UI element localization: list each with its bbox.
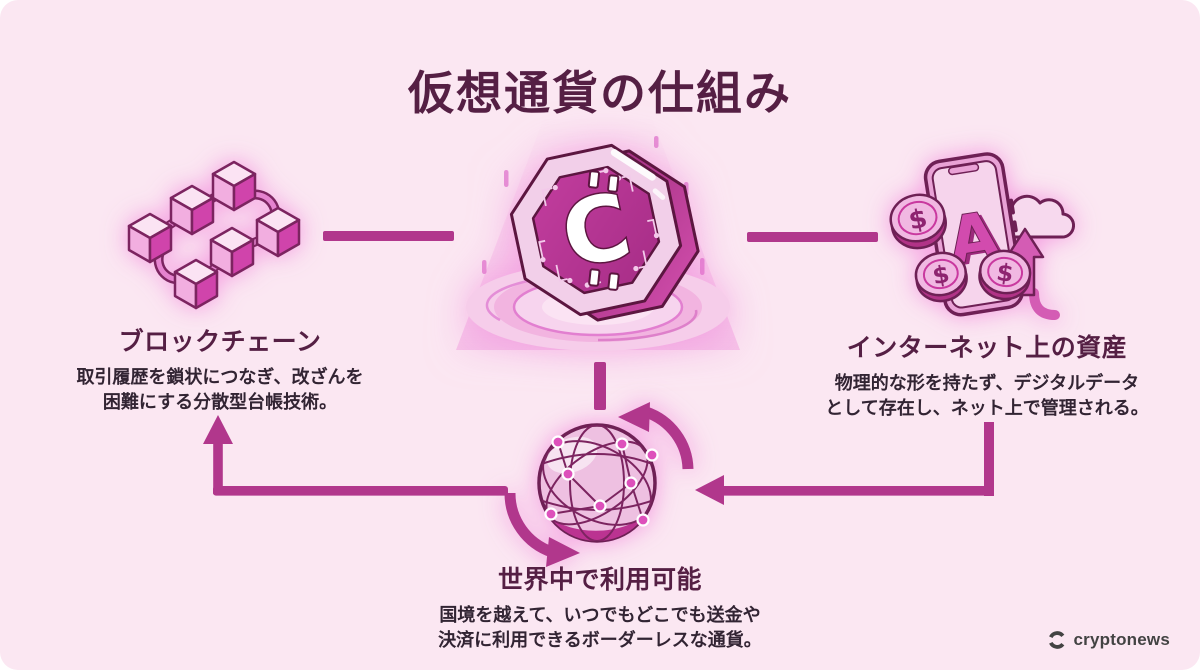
block-cube — [127, 212, 173, 264]
globe-network-illustration — [500, 402, 700, 575]
blockchain-desc-line2: 困難にする分散型台帳技術。 — [102, 391, 338, 412]
internet-asset-desc-line2: として存在し、ネット上で管理される。 — [825, 397, 1149, 418]
crypto-coin-icon: C — [456, 118, 740, 351]
coin-prongs — [587, 170, 620, 291]
block-cube — [173, 258, 219, 310]
cryptonews-logo-text: cryptonews — [1073, 630, 1170, 649]
arrow-to-blockchain — [203, 415, 508, 496]
blockchain-desc-line1: 取引履歴を鎖状につなぎ、改ざんを — [76, 367, 364, 387]
smartphone-coins-cloud-illustration: A A $ $ — [885, 145, 1115, 330]
global-use-heading: 世界中で利用可能 — [497, 566, 702, 594]
blockchain-heading: ブロックチェーン — [118, 328, 322, 356]
block-cube — [255, 206, 301, 258]
dollar-sign: $ — [930, 260, 951, 290]
internet-asset-description: 物理的な形を持たず、デジタルデータ として存在し、ネット上で管理される。 — [813, 371, 1161, 421]
connector-down-bar — [594, 362, 606, 410]
dollar-sign: $ — [995, 258, 1015, 288]
crypto-coin-illustration: C — [448, 112, 752, 367]
dollar-coin: $ — [914, 251, 968, 303]
cryptonews-logo: cryptonews — [1047, 630, 1170, 650]
page-title: 仮想通貨の仕組み — [408, 66, 792, 119]
connector-left-bar — [323, 231, 454, 241]
block-cube — [209, 226, 255, 278]
global-use-desc-line1: 国境を越えて、いつでもどこでも送金や — [439, 605, 761, 625]
coin-octagon: C — [509, 143, 700, 322]
dollar-sign: $ — [906, 203, 930, 236]
global-use-section: 世界中で利用可能 国境を越えて、いつでもどこでも送金や 決済に利用できるボーダー… — [415, 560, 785, 653]
cryptonews-logo-icon — [1048, 631, 1064, 649]
network-nodes — [544, 435, 659, 527]
internet-asset-section: インターネット上の資産 物理的な形を持たず、デジタルデータ として存在し、ネット… — [813, 328, 1161, 421]
dollar-coin: $ — [889, 193, 947, 250]
blockchain-section: ブロックチェーン 取引履歴を鎖状につなぎ、改ざんを 困難にする分散型台帳技術。 — [55, 322, 385, 415]
blockchain-icon — [127, 160, 301, 310]
block-cube — [169, 184, 215, 236]
globe-icon — [504, 402, 694, 567]
global-use-desc-line2: 決済に利用できるボーダーレスな通貨。 — [438, 629, 762, 650]
blockchain-cubes-illustration — [112, 152, 322, 322]
dollar-coin: $ — [978, 249, 1032, 301]
global-use-description: 国境を越えて、いつでもどこでも送金や 決済に利用できるボーダーレスな通貨。 — [415, 603, 785, 653]
internet-asset-heading: インターネット上の資産 — [846, 334, 1128, 362]
blockchain-description: 取引履歴を鎖状につなぎ、改ざんを 困難にする分散型台帳技術。 — [55, 365, 385, 415]
flow-arrows — [190, 410, 1010, 520]
block-cube — [211, 160, 257, 212]
circuit-dots — [540, 168, 660, 288]
connector-right-bar — [747, 232, 878, 242]
internet-asset-desc-line1: 物理的な形を持たず、デジタルデータ — [834, 373, 1140, 393]
rotation-arrows — [504, 402, 694, 567]
arrow-to-globe — [695, 422, 994, 505]
smartphone-icon: A A $ $ — [889, 152, 1076, 320]
